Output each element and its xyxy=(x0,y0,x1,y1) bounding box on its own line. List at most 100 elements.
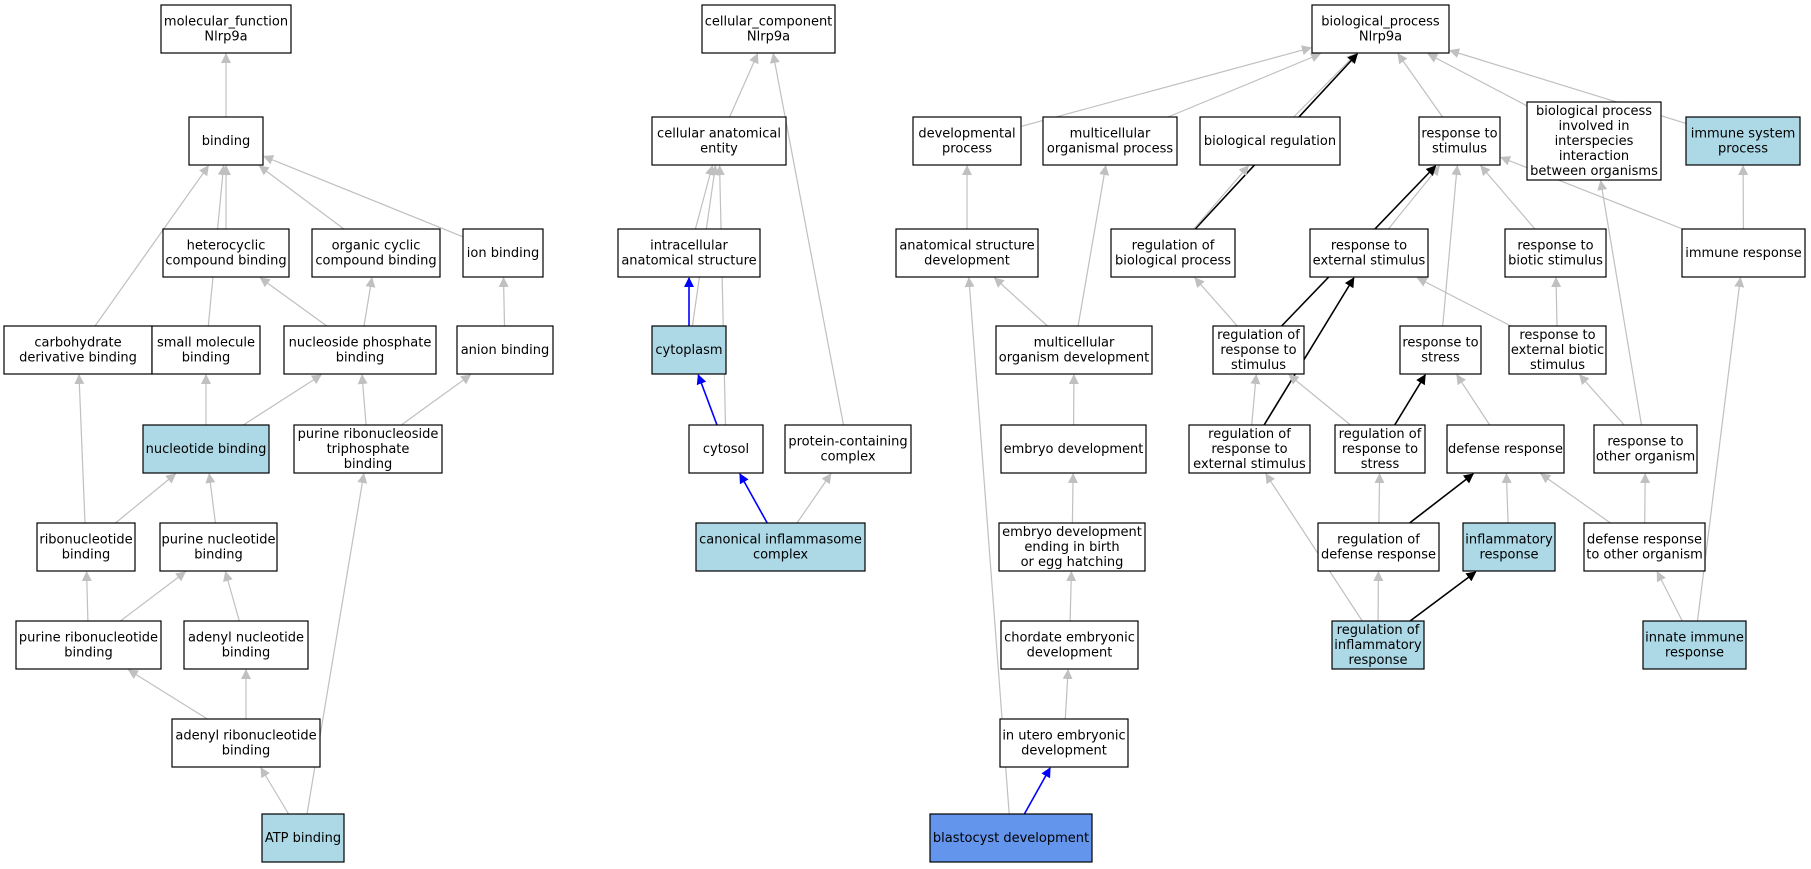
node-box xyxy=(1199,116,1341,166)
node-nucleotide-binding[interactable]: nucleotide binding xyxy=(142,424,270,474)
node-box xyxy=(1642,620,1747,670)
node-label: embryo development xyxy=(1004,442,1144,457)
node-box xyxy=(912,116,1022,166)
node-box xyxy=(1526,101,1662,181)
node-label: stress xyxy=(1421,351,1460,366)
edge-resp-ext-biotic-to-resp-ext-stim xyxy=(1416,277,1512,327)
node-label: defense response xyxy=(1321,548,1436,563)
node-box xyxy=(1583,522,1706,572)
node-label: regulation of xyxy=(1217,328,1300,343)
node-label: compound binding xyxy=(165,254,286,269)
node-ion-binding[interactable]: ion binding xyxy=(462,228,544,278)
node-label: nucleotide binding xyxy=(146,442,267,457)
node-label: response to xyxy=(1342,442,1418,457)
edge-purine-rnt-tri-to-nucleoside-phos xyxy=(357,374,368,426)
node-label: binding xyxy=(222,646,270,661)
node-defense-response[interactable]: defense response xyxy=(1446,424,1565,474)
node-box xyxy=(784,424,912,474)
node-label: regulation of xyxy=(1132,239,1215,254)
node-label: response to xyxy=(1402,336,1478,351)
node-atp-binding[interactable]: ATP binding xyxy=(261,813,345,863)
node-label: complex xyxy=(820,450,875,465)
edge-adenyl-nucleotide-to-purine-nucleotide xyxy=(223,571,240,622)
node-box xyxy=(293,424,443,474)
node-cytosol[interactable]: cytosol xyxy=(688,424,764,474)
node-embryo-dev[interactable]: embryo development xyxy=(1000,424,1147,474)
node-anion-binding[interactable]: anion binding xyxy=(456,325,554,375)
node-label: nucleoside phosphate xyxy=(289,336,432,351)
node-box xyxy=(1110,228,1236,278)
node-box xyxy=(1311,4,1450,54)
edge-purine-ribonucleotide-to-ribonucleotide xyxy=(81,571,92,622)
node-label: development xyxy=(1027,646,1113,661)
edge-intracellular-to-cell-anat-entity xyxy=(694,165,715,230)
node-box xyxy=(162,228,290,278)
edge-reg-inflammatory-to-reg-resp-ext xyxy=(1265,473,1363,622)
edge-inflammatory-to-defense-response xyxy=(1501,473,1512,524)
node-label: binding xyxy=(222,744,270,759)
node-immune-response[interactable]: immune response xyxy=(1681,228,1806,278)
node-blastocyst[interactable]: blastocyst development xyxy=(929,813,1093,863)
node-box xyxy=(15,620,162,670)
node-label: development xyxy=(1021,744,1107,759)
node-binding[interactable]: binding xyxy=(188,116,264,166)
node-label: defense response xyxy=(1587,533,1702,548)
node-label: binding xyxy=(336,351,384,366)
node-label: canonical inflammasome xyxy=(699,533,862,548)
edge-reg-inflammatory-to-inflammatory xyxy=(1409,571,1477,622)
node-cytoplasm[interactable]: cytoplasm xyxy=(651,325,727,375)
node-bio-regulation[interactable]: biological regulation xyxy=(1199,116,1341,166)
edge-resp-other-org-to-resp-ext-biotic xyxy=(1579,374,1625,426)
node-box xyxy=(929,813,1093,863)
edge-nucleotide-binding-to-nucleoside-phos xyxy=(242,374,322,426)
node-box xyxy=(701,4,836,54)
node-label: response xyxy=(1665,646,1724,661)
node-label: cytosol xyxy=(703,442,749,457)
node-box xyxy=(311,228,441,278)
node-label: response xyxy=(1479,548,1538,563)
